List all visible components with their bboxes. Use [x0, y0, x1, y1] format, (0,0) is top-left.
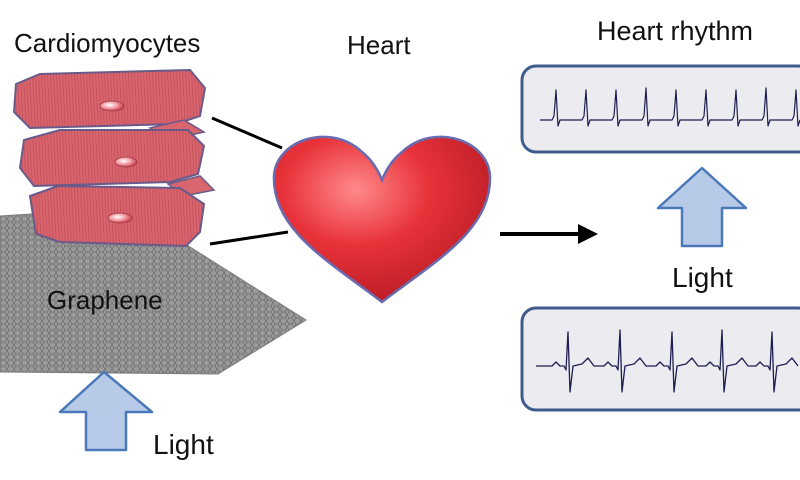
ecg-trace: [540, 87, 800, 127]
label-cardiomyocytes: Cardiomyocytes: [14, 28, 201, 58]
heart-icon: [272, 135, 492, 304]
label-light-right: Light: [672, 262, 733, 293]
ecg-panel-top: [520, 64, 800, 154]
label-light-bottom: Light: [153, 429, 214, 460]
cardiomyocyte-stack: [12, 68, 216, 248]
cardiomyocyte-cell: [18, 129, 216, 197]
connector-line: [211, 116, 283, 150]
ecg-trace: [536, 329, 799, 393]
up-arrow-icon: [656, 166, 748, 248]
up-arrow-icon: [58, 370, 154, 452]
label-graphene: Graphene: [47, 285, 163, 315]
label-heart: Heart: [347, 30, 411, 60]
label-heart-rhythm: Heart rhythm: [597, 16, 754, 46]
ecg-panel-bottom: [520, 306, 800, 412]
cardiomyocyte-cell: [28, 184, 206, 248]
connector-line: [209, 230, 289, 246]
right-arrow-icon: [500, 224, 598, 244]
